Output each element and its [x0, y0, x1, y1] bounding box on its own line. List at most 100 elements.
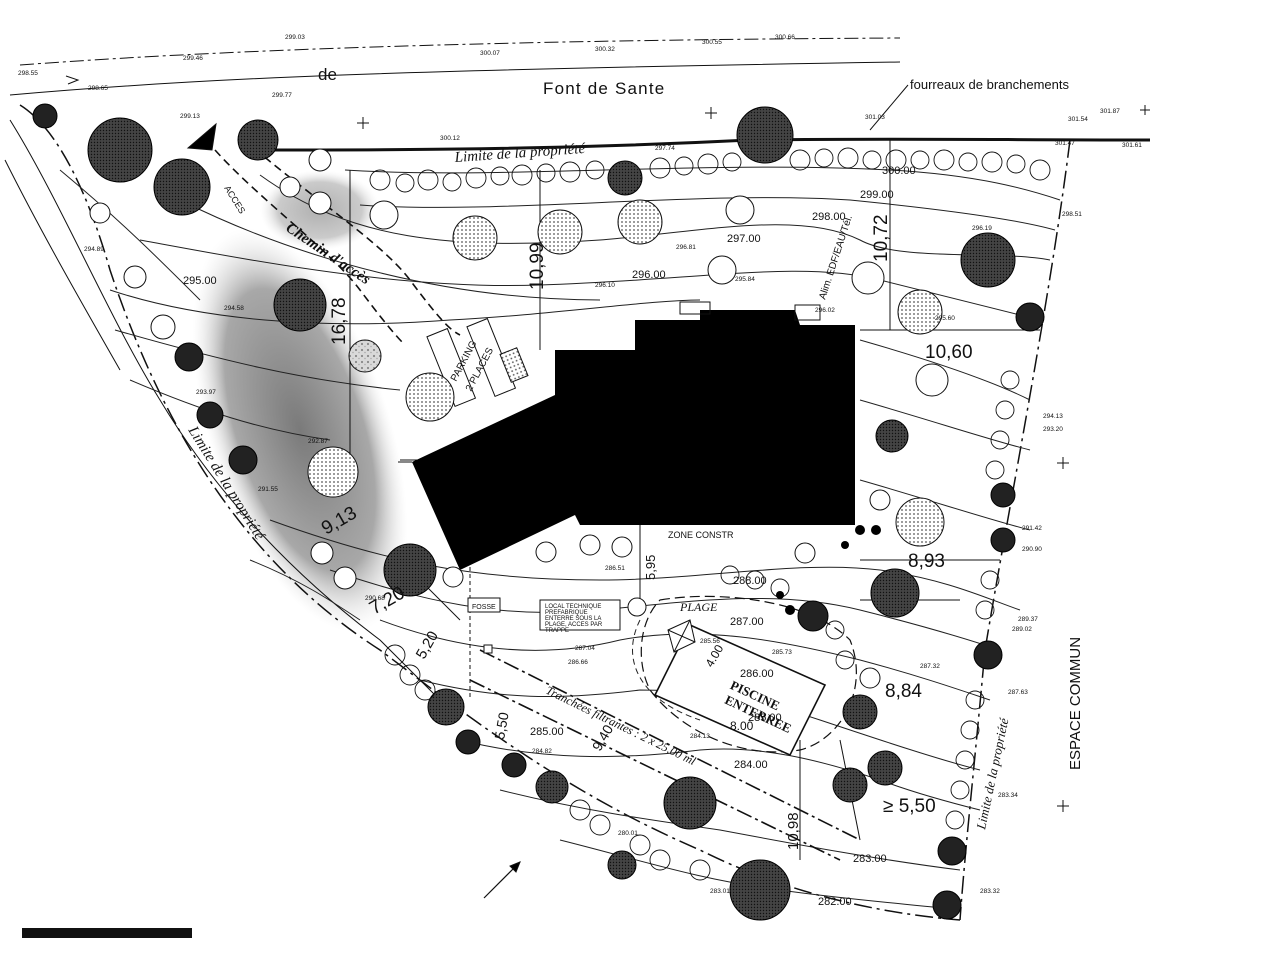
spot-height: 290.90	[1022, 546, 1042, 553]
contour-299: 299.00	[860, 189, 894, 201]
spot-height: 300.12	[440, 135, 460, 142]
spot-height: 284.82	[532, 748, 552, 755]
fourreaux-label: fourreaux de branchements	[910, 77, 1069, 92]
spot-height: 291.42	[1022, 525, 1042, 532]
dim-10-99: 10,99	[527, 242, 548, 290]
contour-300: 300.00	[882, 165, 916, 177]
dim-8-84: 8,84	[885, 681, 922, 702]
local-line4: PLAGE, ACCES PAR	[545, 622, 603, 628]
spot-height: 293.20	[1043, 426, 1063, 433]
contour-285b: 285.00	[530, 726, 564, 738]
spot-height: 299.13	[180, 113, 200, 120]
alim-label: Alim. EDF/EAU/Tél.	[817, 214, 855, 301]
spot-height: 283.34	[998, 792, 1018, 799]
spot-height: 295.84	[735, 276, 755, 283]
spot-height: 283.32	[980, 888, 1000, 895]
dim-5-50-min: ≥ 5,50	[883, 796, 936, 817]
spot-height: 280.01	[618, 830, 638, 837]
road-name-part2: Font de Sante	[543, 79, 665, 98]
spot-height: 294.13	[1043, 413, 1063, 420]
spot-height: 296.02	[815, 307, 835, 314]
spot-height: 289.02	[1012, 626, 1032, 633]
spot-height: 296.10	[595, 282, 615, 289]
plage-label: PLAGE	[679, 600, 718, 614]
markers	[65, 75, 1150, 899]
spot-height: 287.32	[920, 663, 940, 670]
access-path	[214, 139, 461, 346]
spot-height: 296.81	[676, 244, 696, 251]
local-line2: PREFABRIQUE	[545, 610, 588, 616]
dim-5-95: 5,95	[643, 555, 658, 580]
hedge-circles	[369, 147, 1051, 881]
road-name-part1: de	[318, 65, 337, 84]
spot-height: 298.55	[18, 70, 38, 77]
spot-height: 285.56	[700, 638, 720, 645]
contour-287: 287.00	[730, 616, 764, 628]
spot-height: 293.97	[196, 389, 216, 396]
contour-286: 286.00	[740, 668, 774, 680]
spot-height: 300.07	[480, 50, 500, 57]
open-trees	[89, 148, 949, 689]
dim-8-93: 8,93	[908, 551, 945, 572]
light-trees	[307, 199, 945, 547]
acces-label: ACCES	[222, 184, 247, 216]
spot-height: 301.03	[865, 114, 885, 121]
pool-area	[640, 595, 857, 757]
spot-height: 283.01	[710, 888, 730, 895]
spot-height: 295.60	[935, 315, 955, 322]
spot-height: 286.51	[605, 565, 625, 572]
dim-5-20: 5,20	[413, 628, 442, 662]
spot-height: 287.63	[1008, 689, 1028, 696]
espace-commun-label: ESPACE COMMUN	[1067, 637, 1084, 770]
spot-height: 301.61	[1122, 142, 1142, 149]
palm-trees	[32, 103, 1045, 920]
spot-height: 286.66	[568, 659, 588, 666]
spot-height: 296.19	[972, 225, 992, 232]
local-line1: LOCAL TECHNIQUE	[545, 604, 601, 610]
contour-298: 298.00	[812, 211, 846, 223]
spot-height: 301.54	[1068, 116, 1088, 123]
dim-8-00: 8.00	[730, 719, 754, 733]
house-footprint	[412, 310, 855, 570]
house-notches	[398, 301, 821, 463]
spot-height: 301.47	[1055, 140, 1075, 147]
contour-284: 284.00	[734, 759, 768, 771]
dim-16-78: 16,78	[329, 297, 350, 345]
contour-296: 296.00	[632, 269, 666, 281]
zone-constr-label: ZONE CONSTR	[668, 530, 734, 540]
spot-height: 299.03	[285, 34, 305, 41]
spot-height: 300.66	[775, 34, 795, 41]
contour-282: 282.00	[818, 896, 852, 908]
small-dots	[776, 525, 881, 615]
dark-trees	[87, 106, 1016, 921]
spot-height: 299.77	[272, 92, 292, 99]
spot-height: 292.87	[308, 438, 328, 445]
spot-height: 298.65	[88, 85, 108, 92]
spot-height: 291.55	[258, 486, 278, 493]
dim-10-72: 10,72	[871, 214, 892, 262]
contour-288: 288.00	[733, 575, 767, 587]
local-line5: TRAPPE	[545, 628, 569, 634]
spot-height: 298.51	[1062, 211, 1082, 218]
contour-297: 297.00	[727, 233, 761, 245]
fosse-label: FOSSE	[472, 604, 496, 611]
spot-height: 290.68	[365, 595, 385, 602]
spot-height: 299.46	[183, 55, 203, 62]
spot-heights: 299.03 300.07 300.32 300.55 300.66 299.4…	[18, 34, 1142, 895]
spot-height: 285.73	[772, 649, 792, 656]
contour-285a: 285.00	[748, 712, 782, 724]
spot-height: 301.87	[1100, 108, 1120, 115]
spot-height: 300.55	[702, 39, 722, 46]
spot-height: 294.89	[84, 246, 104, 253]
contour-283: 283.00	[853, 853, 887, 865]
spot-height: 287.04	[575, 645, 595, 652]
bottom-fragment	[22, 928, 192, 938]
parking-area	[426, 317, 529, 408]
dim-5-50: 5,50	[491, 711, 512, 741]
spot-height: 300.32	[595, 46, 615, 53]
local-line3: ENTERRE SOUS LA	[545, 616, 601, 622]
spot-height: 294.58	[224, 305, 244, 312]
dim-10-60: 10,60	[925, 342, 973, 363]
spot-height: 284.13	[690, 733, 710, 740]
